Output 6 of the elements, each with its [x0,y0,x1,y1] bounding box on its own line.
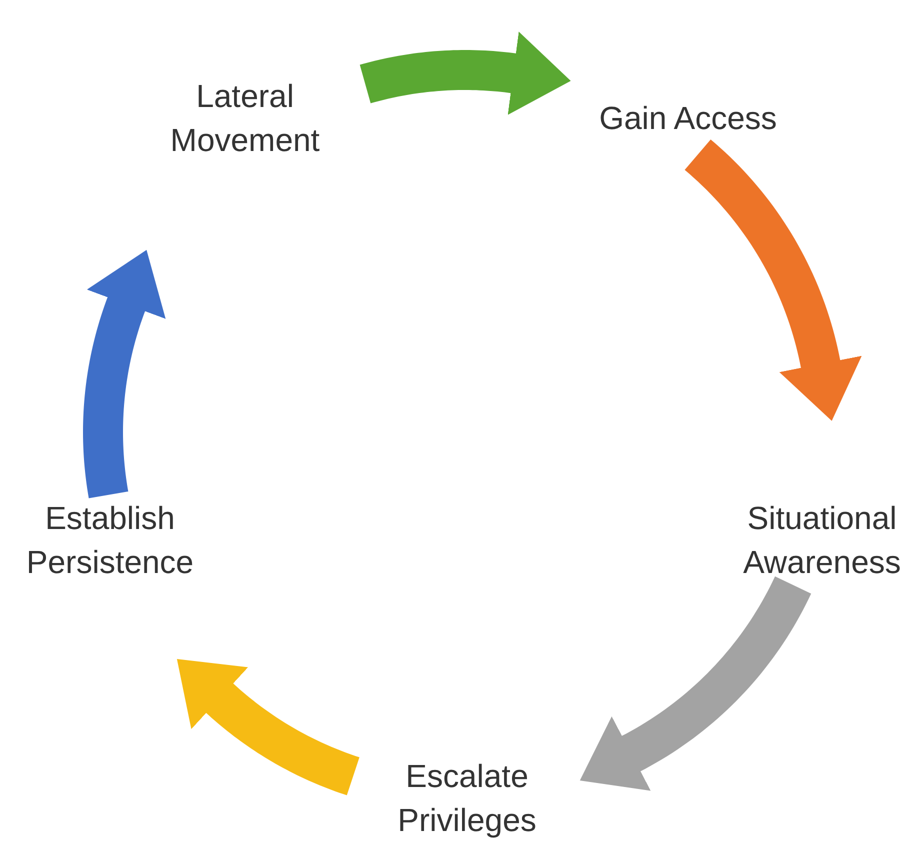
step-label: Gain Access [598,99,778,138]
step-label: Establish Persistence [25,499,195,582]
step-label: Lateral Movement [169,77,321,160]
step-label: Situational Awareness [742,499,902,582]
curved-arrow [682,138,862,421]
step-label: Escalate Privileges [396,757,538,840]
